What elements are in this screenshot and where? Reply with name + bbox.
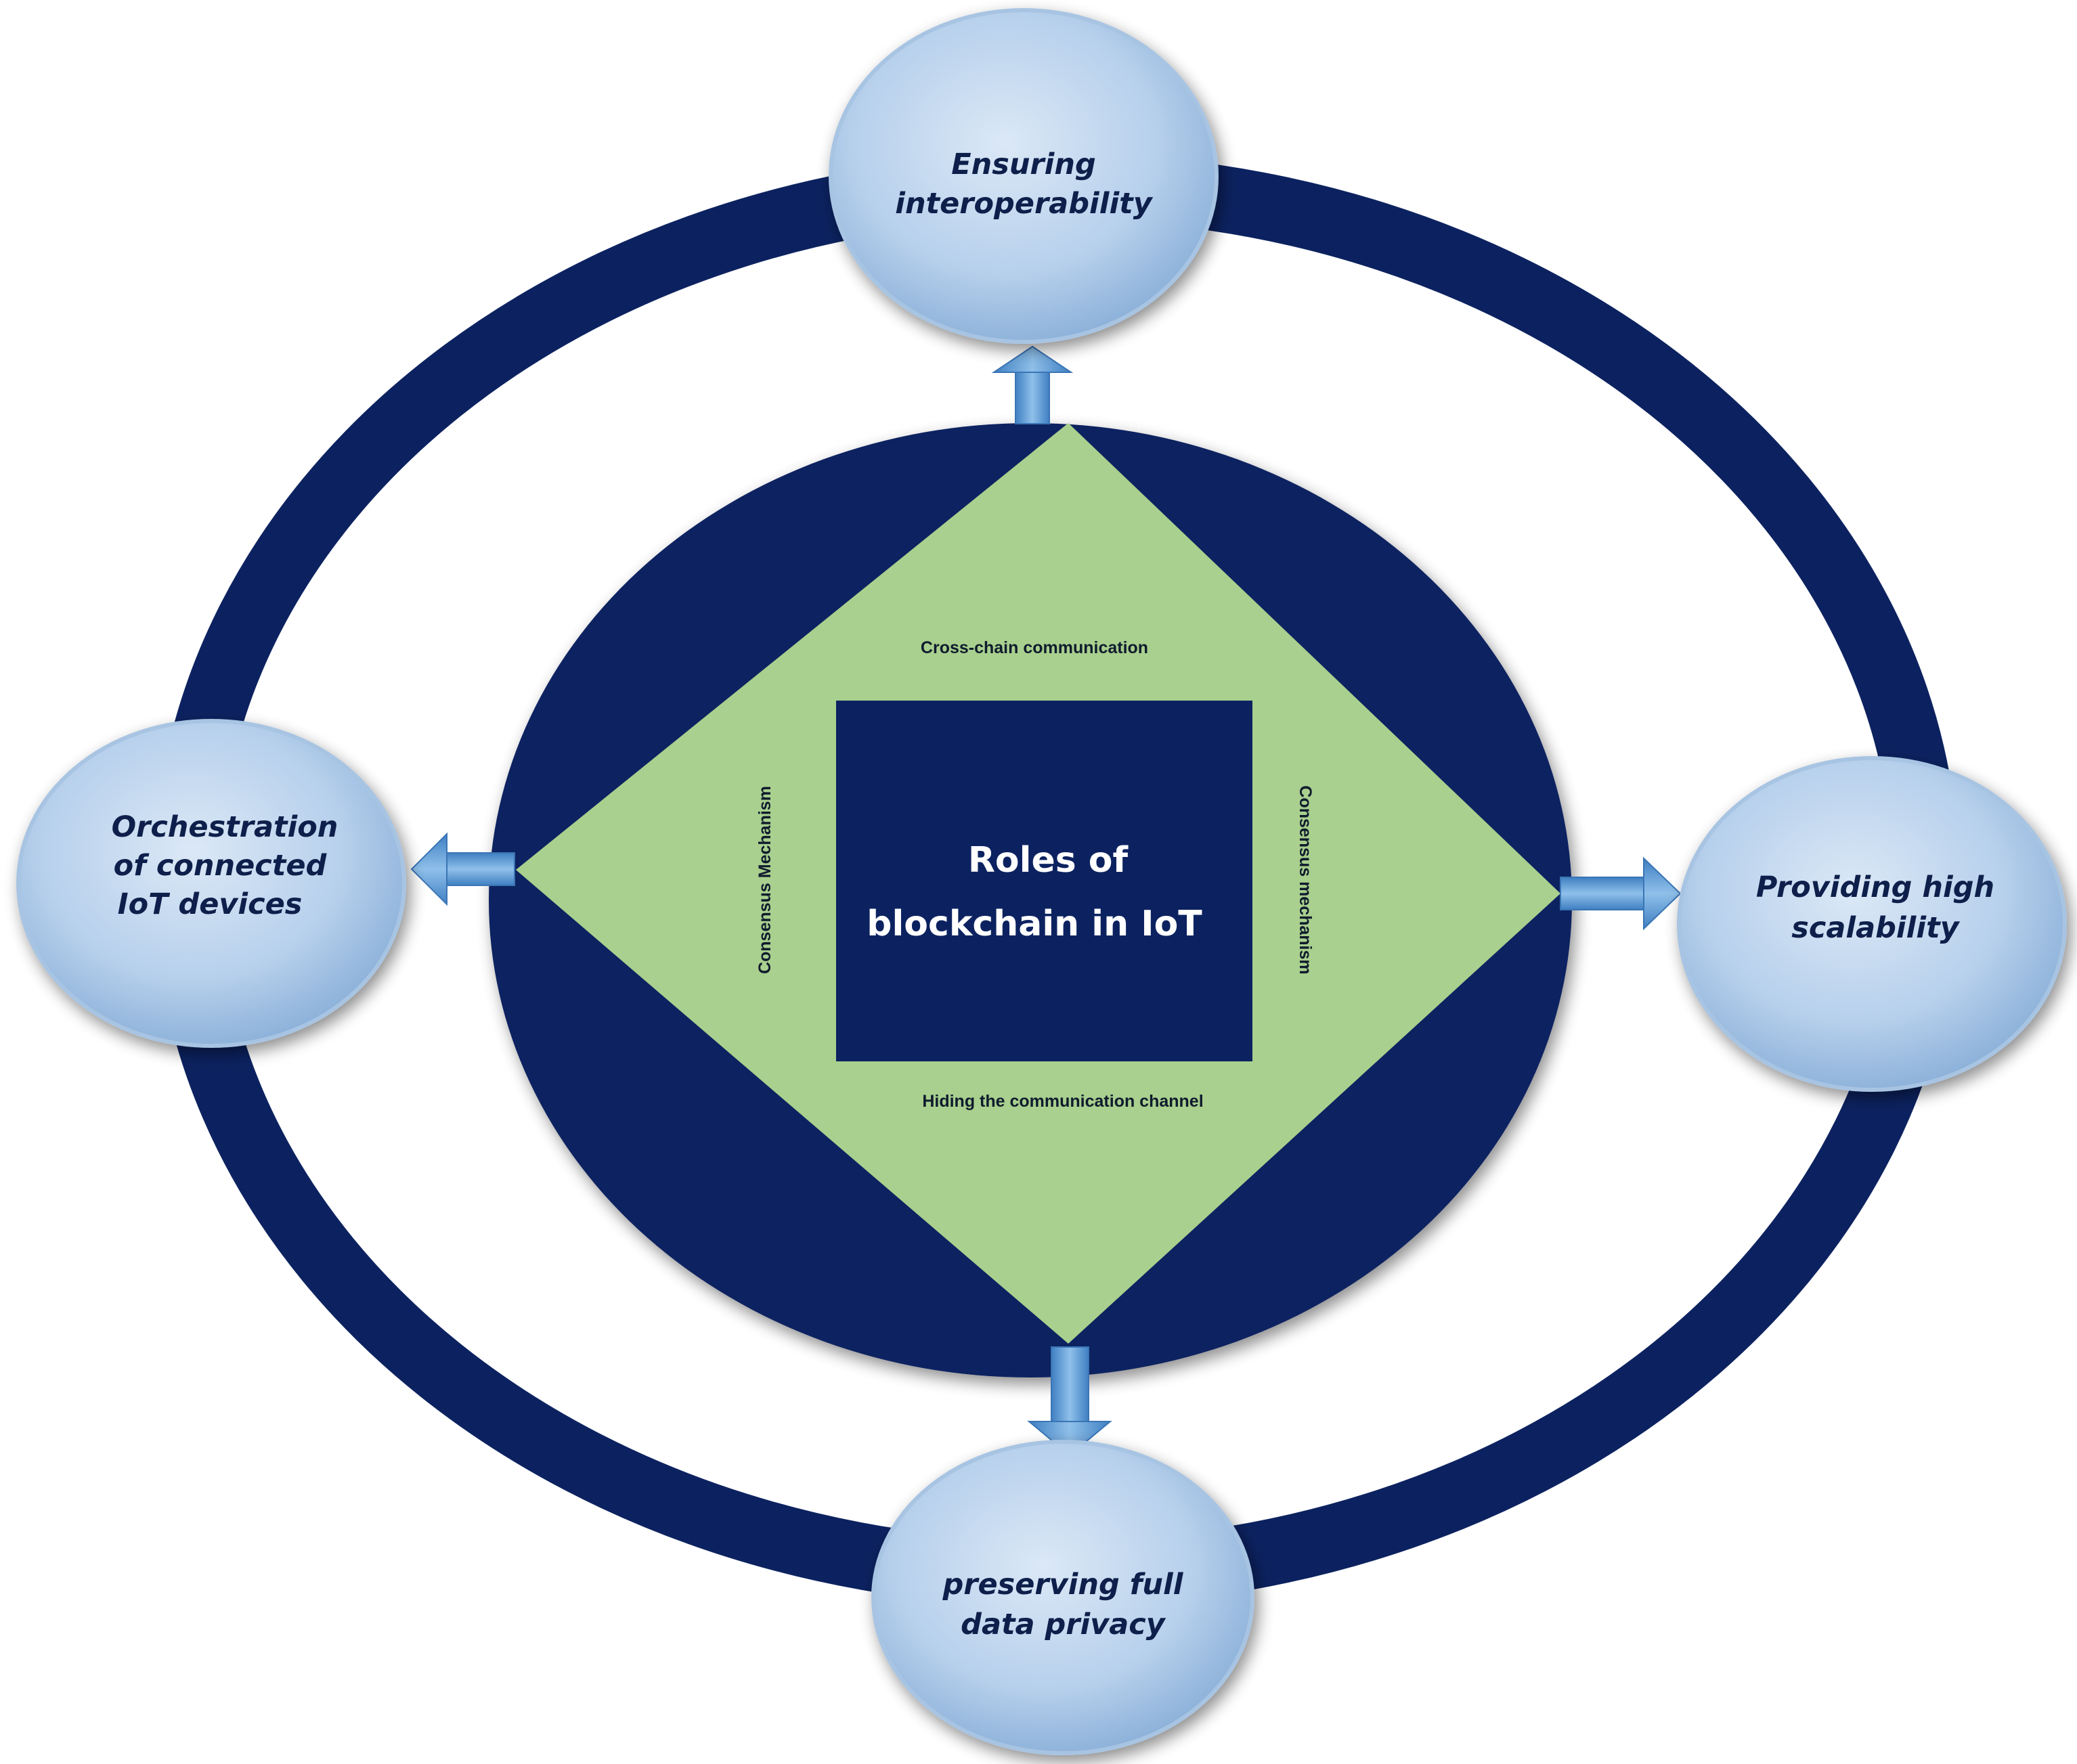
role-bubble-interoperability: Ensuring interoperability [829, 8, 1219, 344]
label-consensus-mechanism-left: Consensus Mechanism [756, 786, 774, 974]
role-bubble-data-privacy: preserving full data privacy [871, 1440, 1254, 1755]
arrow-down [1027, 1346, 1112, 1457]
role-data-privacy-line1: preserving full [942, 1568, 1183, 1602]
role-data-privacy-line2: data privacy [961, 1608, 1166, 1641]
role-bubble-orchestration: Orchestration of connected IoT devices [16, 719, 406, 1048]
role-orchestration-line2: of connected [114, 849, 328, 883]
role-interoperability-line1: Ensuring [951, 148, 1096, 181]
role-scalability-line2: scalability [1791, 911, 1960, 945]
label-cross-chain-communication: Cross-chain communication [921, 638, 1148, 657]
role-interoperability-line2: interoperability [895, 187, 1154, 221]
center-title-line2: blockchain in IoT [867, 904, 1202, 944]
label-consensus-mechanism-right: Consensus mechanism [1296, 785, 1315, 974]
label-hiding-communication-channel: Hiding the communication channel [922, 1092, 1203, 1111]
arrow-up-group [991, 345, 1074, 424]
arrow-left [410, 832, 515, 906]
center-box [836, 701, 1252, 1061]
role-bubble-scalability: Providing high scalability [1677, 756, 2067, 1092]
center-title-line1: Roles of [968, 840, 1129, 881]
role-orchestration-line1: Orchestration [112, 810, 338, 844]
arrow-right [1560, 856, 1682, 931]
role-orchestration-line3: IoT devices [118, 887, 303, 921]
role-scalability-line1: Providing high [1756, 870, 1994, 904]
